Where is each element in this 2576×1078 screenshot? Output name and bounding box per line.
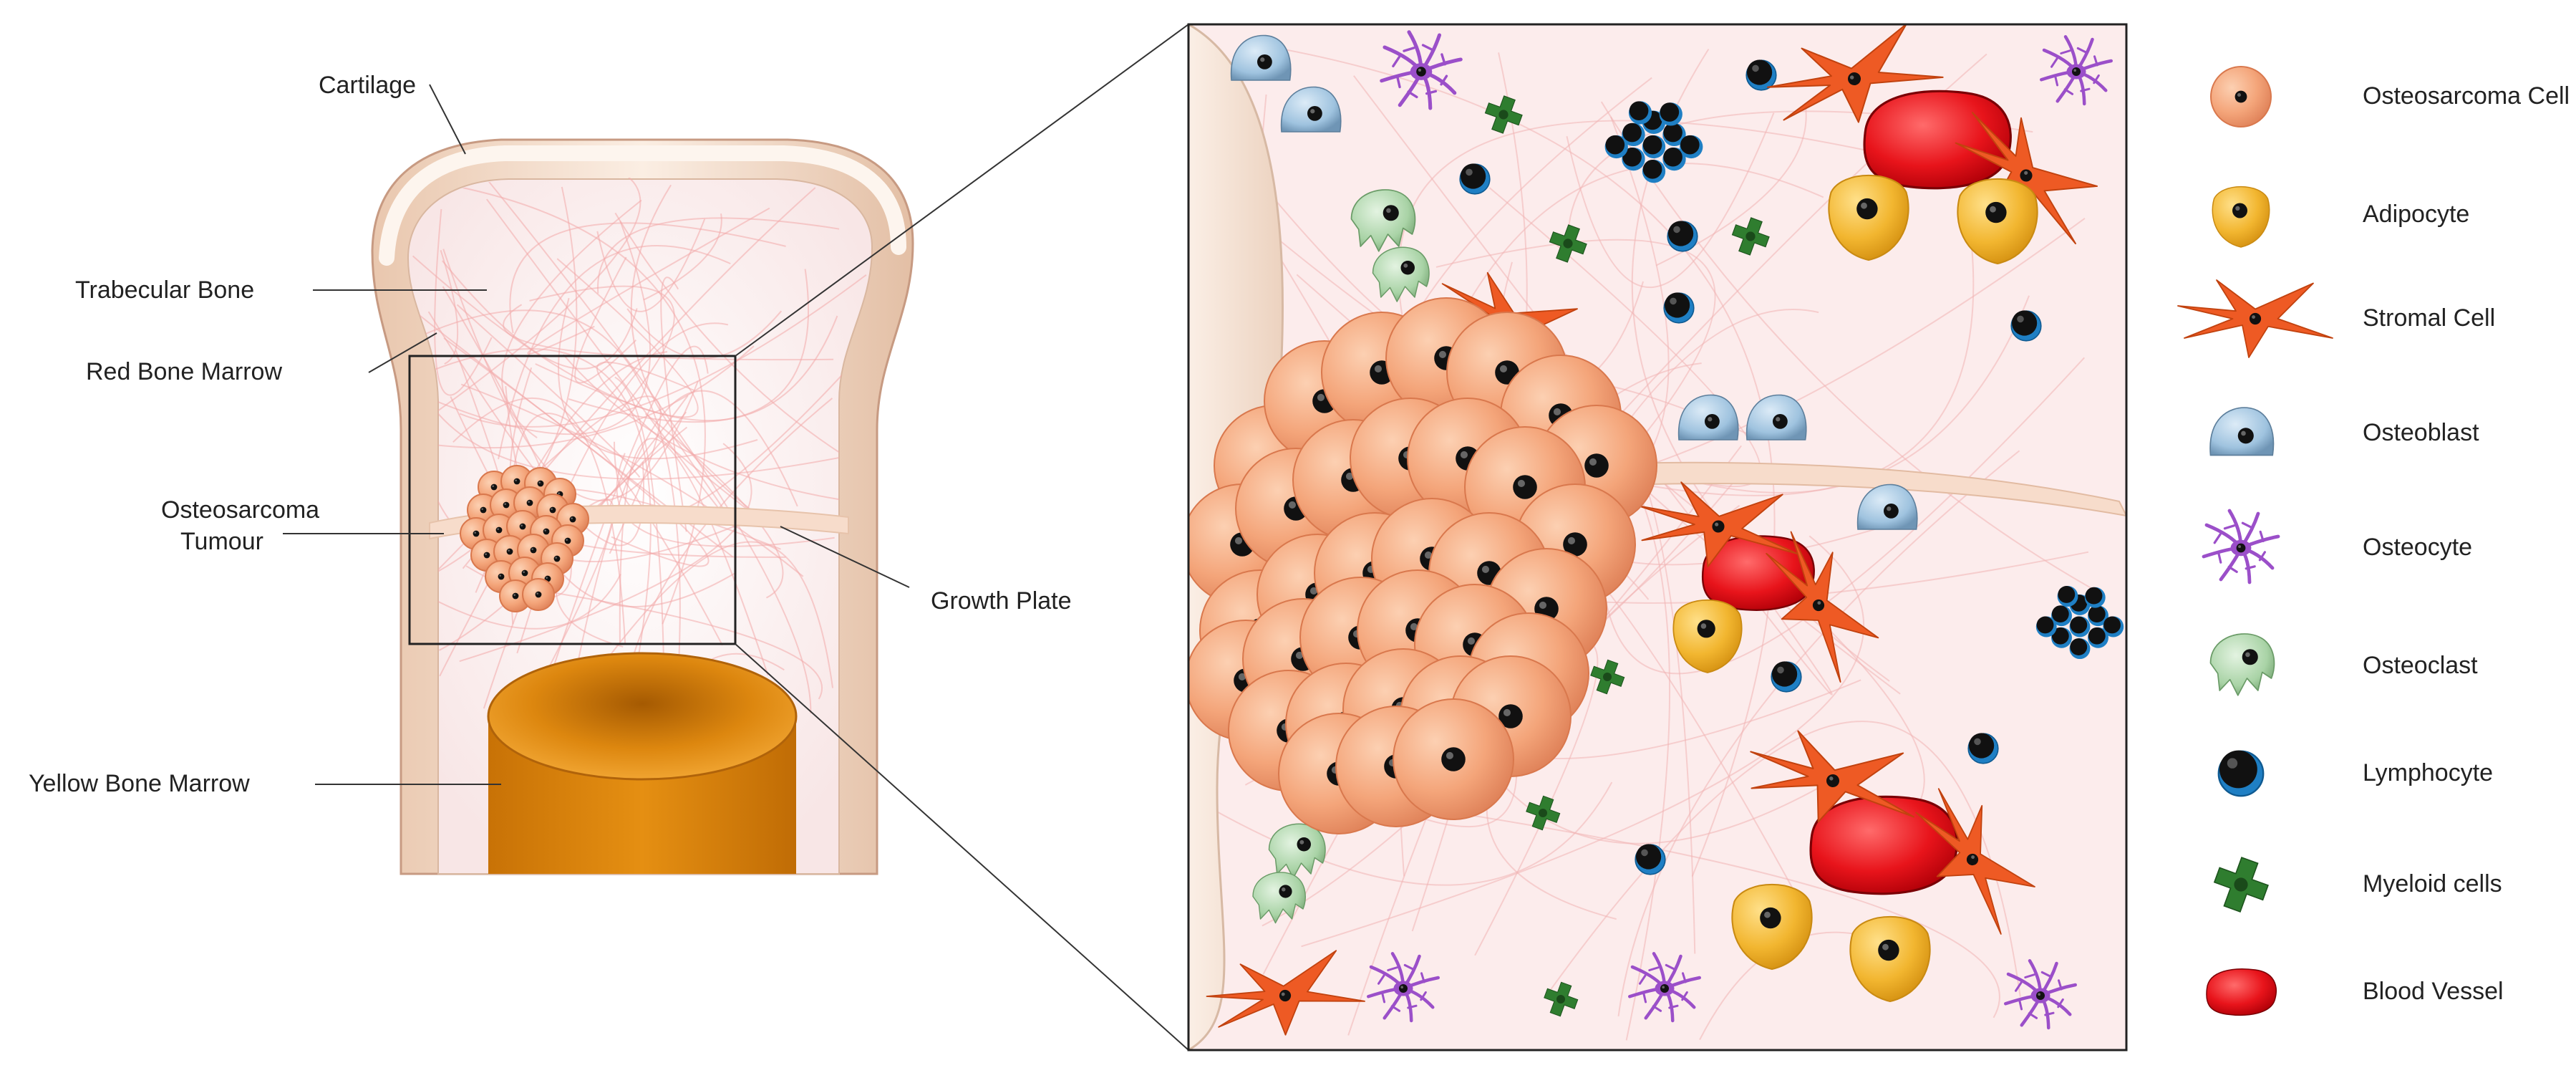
myeloid-cell xyxy=(1731,217,1770,256)
legend-item-osteoclast: Osteoclast xyxy=(2191,630,2563,702)
osteocyte xyxy=(2004,959,2077,1030)
legend-label: Osteosarcoma Cell xyxy=(2363,82,2570,110)
legend-item-blood-vessel: Blood Vessel xyxy=(2191,956,2563,1028)
myeloid-cell xyxy=(1526,795,1561,831)
adipocyte xyxy=(1731,883,1813,971)
lymphocyte xyxy=(1967,733,1999,764)
lymphocyte-cluster xyxy=(2035,586,2124,660)
adipocyte xyxy=(1849,915,1931,1003)
growth-plate-zoom xyxy=(1560,461,2126,517)
bone-illustration xyxy=(371,138,914,875)
osteocyte xyxy=(2202,509,2280,584)
stromal-cell xyxy=(2177,279,2333,358)
lymphocyte xyxy=(1663,292,1695,324)
lymphocyte xyxy=(1667,221,1698,252)
adipocyte xyxy=(2212,186,2270,248)
label-osteosarcoma-tumour: Osteosarcoma Tumour xyxy=(161,494,320,557)
legend-label: Osteoclast xyxy=(2363,652,2478,679)
lymphocyte xyxy=(1635,844,1666,875)
label-osteosarcoma-tumour-line2: Tumour xyxy=(180,528,263,555)
osteocyte xyxy=(1628,952,1701,1023)
osteoblast xyxy=(1745,394,1807,441)
legend-label: Osteocyte xyxy=(2363,534,2473,561)
osteosarcoma-tumour xyxy=(460,465,589,612)
osteoclast xyxy=(1252,872,1306,924)
lymphocyte-cluster xyxy=(1604,101,1703,183)
legend-item-adipocyte: Adipocyte xyxy=(2191,179,2563,251)
osteosarcoma-cell xyxy=(2210,66,2272,127)
stromal-cell xyxy=(1766,531,1879,683)
legend-label: Myeloid cells xyxy=(2363,870,2502,897)
legend-item-osteoblast: Osteoblast xyxy=(2191,398,2563,469)
osteoblast xyxy=(1230,34,1292,81)
stromal-cell xyxy=(1915,788,2035,935)
myeloid-cell xyxy=(1484,95,1523,134)
osteoblast xyxy=(1280,86,1342,133)
blood-vessel xyxy=(1809,795,1958,895)
legend-label: Lymphocyte xyxy=(2363,759,2494,786)
adipocyte xyxy=(1828,174,1909,261)
legend-item-myeloid-cells: Myeloid cells xyxy=(2191,849,2563,920)
osteoclast xyxy=(1350,189,1416,252)
lymphocyte xyxy=(2010,310,2042,342)
adipocyte xyxy=(1672,599,1743,673)
osteosarcoma-cell xyxy=(522,578,555,611)
stromal-cell xyxy=(1750,730,1914,823)
label-growth-plate: Growth Plate xyxy=(931,587,1072,615)
osteoclast xyxy=(1372,246,1430,302)
legend-icons xyxy=(2177,66,2333,1016)
blood-vessel xyxy=(1863,90,2012,190)
osteoblast xyxy=(1677,394,1739,441)
myeloid-cell xyxy=(1549,224,1587,263)
stromal-cell xyxy=(1206,950,1365,1036)
label-osteosarcoma-tumour-line1: Osteosarcoma xyxy=(161,496,320,524)
leader-lines xyxy=(283,24,1189,1051)
legend-item-osteosarcoma-cell: Osteosarcoma Cell xyxy=(2191,61,2570,133)
osteoblast xyxy=(2209,407,2275,456)
lymphocyte xyxy=(1459,163,1491,195)
osteocyte xyxy=(2040,35,2113,106)
lymphocyte xyxy=(1745,59,1777,91)
stromal-cell xyxy=(1766,24,1944,123)
zoom-box xyxy=(408,355,737,645)
label-yellow-bone-marrow: Yellow Bone Marrow xyxy=(29,770,250,797)
legend-label: Blood Vessel xyxy=(2363,978,2504,1005)
legend-label: Adipocyte xyxy=(2363,201,2470,228)
legend-item-stromal-cell: Stromal Cell xyxy=(2191,283,2563,355)
label-red-bone-marrow: Red Bone Marrow xyxy=(86,358,283,385)
lymphocyte xyxy=(2217,750,2265,797)
label-cartilage: Cartilage xyxy=(319,72,417,99)
legend-label: Osteoblast xyxy=(2363,419,2479,446)
osteoblast xyxy=(1856,483,1918,530)
legend-item-osteocyte: Osteocyte xyxy=(2191,512,2563,584)
blood-vessel xyxy=(2206,968,2277,1016)
myeloid-cell xyxy=(1590,659,1625,695)
label-trabecular-bone: Trabecular Bone xyxy=(75,276,255,304)
adipocyte xyxy=(1957,178,2038,265)
legend-item-lymphocyte: Lymphocyte xyxy=(2191,738,2563,809)
stromal-cell xyxy=(1955,112,2098,245)
yellow-bone-marrow-top xyxy=(487,652,798,781)
myeloid-cell xyxy=(2213,857,2269,913)
osteoclast xyxy=(2209,633,2275,696)
osteosarcoma-cell xyxy=(1393,698,1514,820)
osteoclast xyxy=(1268,823,1326,879)
osteosarcoma-tumour-zoom xyxy=(1188,297,1657,834)
lymphocyte xyxy=(1771,661,1802,693)
cartilage-cap xyxy=(379,145,906,266)
myeloid-cell xyxy=(1544,981,1579,1017)
legend-label: Stromal Cell xyxy=(2363,304,2496,332)
osteocyte xyxy=(1367,952,1440,1023)
osteocyte xyxy=(1380,30,1463,110)
